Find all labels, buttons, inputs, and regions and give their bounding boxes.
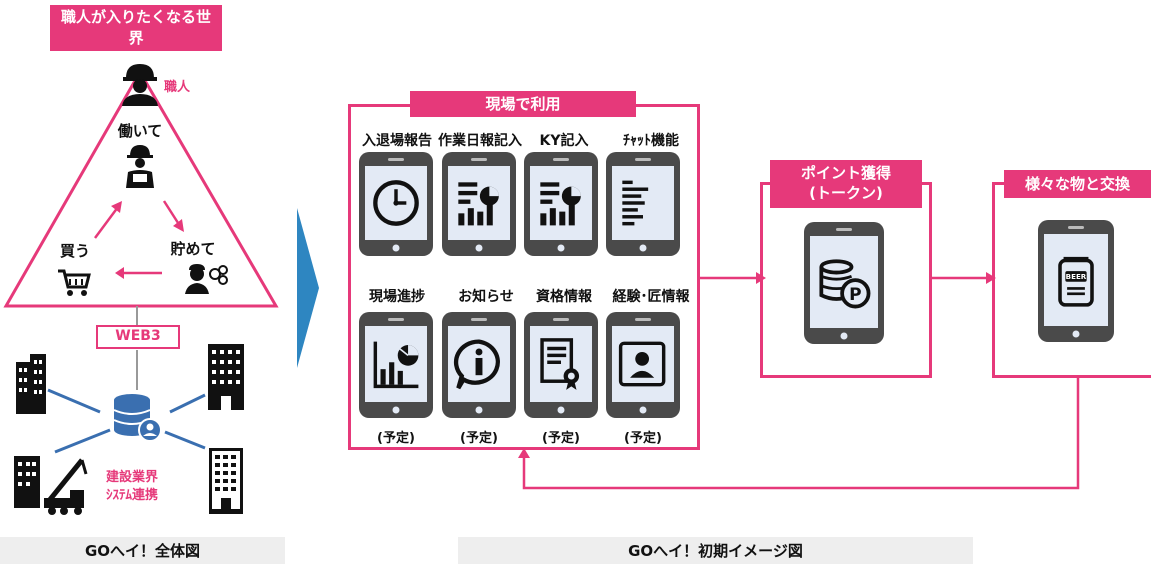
app-label: 現場進捗	[369, 289, 425, 305]
certificate-icon	[540, 338, 580, 390]
worker-icon	[122, 64, 158, 106]
construction-site-icon	[14, 456, 88, 515]
report-chart-icon	[540, 182, 581, 226]
industry-label: 建設業界	[106, 470, 159, 485]
app-label: 資格情報	[536, 289, 592, 305]
clock-icon	[373, 180, 419, 226]
app-label: 入退場報告	[362, 133, 432, 149]
app-label: 経験･匠情報	[612, 289, 690, 305]
points-phone: P	[804, 222, 884, 344]
planned-label: (予定)	[460, 431, 498, 446]
progress-chart-icon	[373, 341, 419, 389]
points-header-line1: ポイント獲得	[800, 164, 891, 182]
initial-image-caption: GOへイ！初期イメージ図	[458, 537, 973, 564]
app-label: KY記入	[539, 133, 589, 149]
app-label: 作業日報記入	[438, 133, 522, 149]
list-lines-icon	[622, 180, 649, 226]
save-label: 貯めて	[170, 240, 216, 258]
app-label: ﾁｬｯﾄ機能	[623, 133, 679, 149]
planned-label: (予定)	[624, 431, 662, 446]
system-link-label: ｼｽﾃﾑ連携	[106, 488, 159, 503]
saving-worker-icon	[185, 264, 228, 294]
work-label: 働いて	[117, 122, 163, 140]
buy-label: 買う	[59, 242, 90, 260]
cart-icon	[58, 269, 91, 296]
app-phone	[359, 312, 433, 418]
points-header: ポイント獲得 (トークン)	[770, 160, 922, 208]
points-header-line2: (トークン)	[809, 184, 883, 202]
overview-caption: GOへイ！全体図	[0, 537, 285, 564]
app-phone	[359, 152, 433, 256]
beer-label: BEER	[1066, 272, 1087, 281]
triangle-frame	[3, 68, 279, 308]
planned-label: (予定)	[542, 431, 580, 446]
app-phone	[524, 312, 598, 418]
building-icon	[16, 354, 46, 414]
planned-label: (予定)	[377, 431, 415, 446]
report-chart-icon	[458, 182, 499, 226]
web3-box	[96, 325, 180, 349]
app-label: お知らせ	[458, 289, 514, 305]
network-lines	[47, 306, 206, 454]
exchange-phone: BEER	[1038, 220, 1114, 342]
usage-header: 現場で利用	[410, 91, 636, 117]
tall-building-icon	[209, 448, 243, 514]
coins-p-icon: P	[819, 259, 871, 309]
left-panel: 職人が入りたくなる世界 職人 働いて 貯めて 買う	[0, 0, 285, 530]
database-icon	[113, 394, 162, 442]
app-phone	[442, 312, 516, 418]
office-building-icon	[208, 344, 244, 410]
app-phone	[524, 152, 598, 256]
working-worker-icon	[126, 145, 154, 188]
svg-text:P: P	[849, 285, 861, 305]
app-phone	[606, 152, 680, 256]
app-phone	[606, 312, 680, 418]
craftsman-label: 職人	[164, 80, 191, 95]
beer-can-icon: BEER	[1058, 256, 1094, 307]
info-icon	[453, 339, 500, 390]
world-header: 職人が入りたくなる世界	[50, 5, 222, 51]
profile-card-icon	[618, 341, 666, 387]
exchange-header: 様々な物と交換	[1004, 170, 1151, 198]
transition-arrow	[297, 208, 319, 368]
app-phone	[442, 152, 516, 256]
web3-label: WEB3	[115, 328, 161, 344]
